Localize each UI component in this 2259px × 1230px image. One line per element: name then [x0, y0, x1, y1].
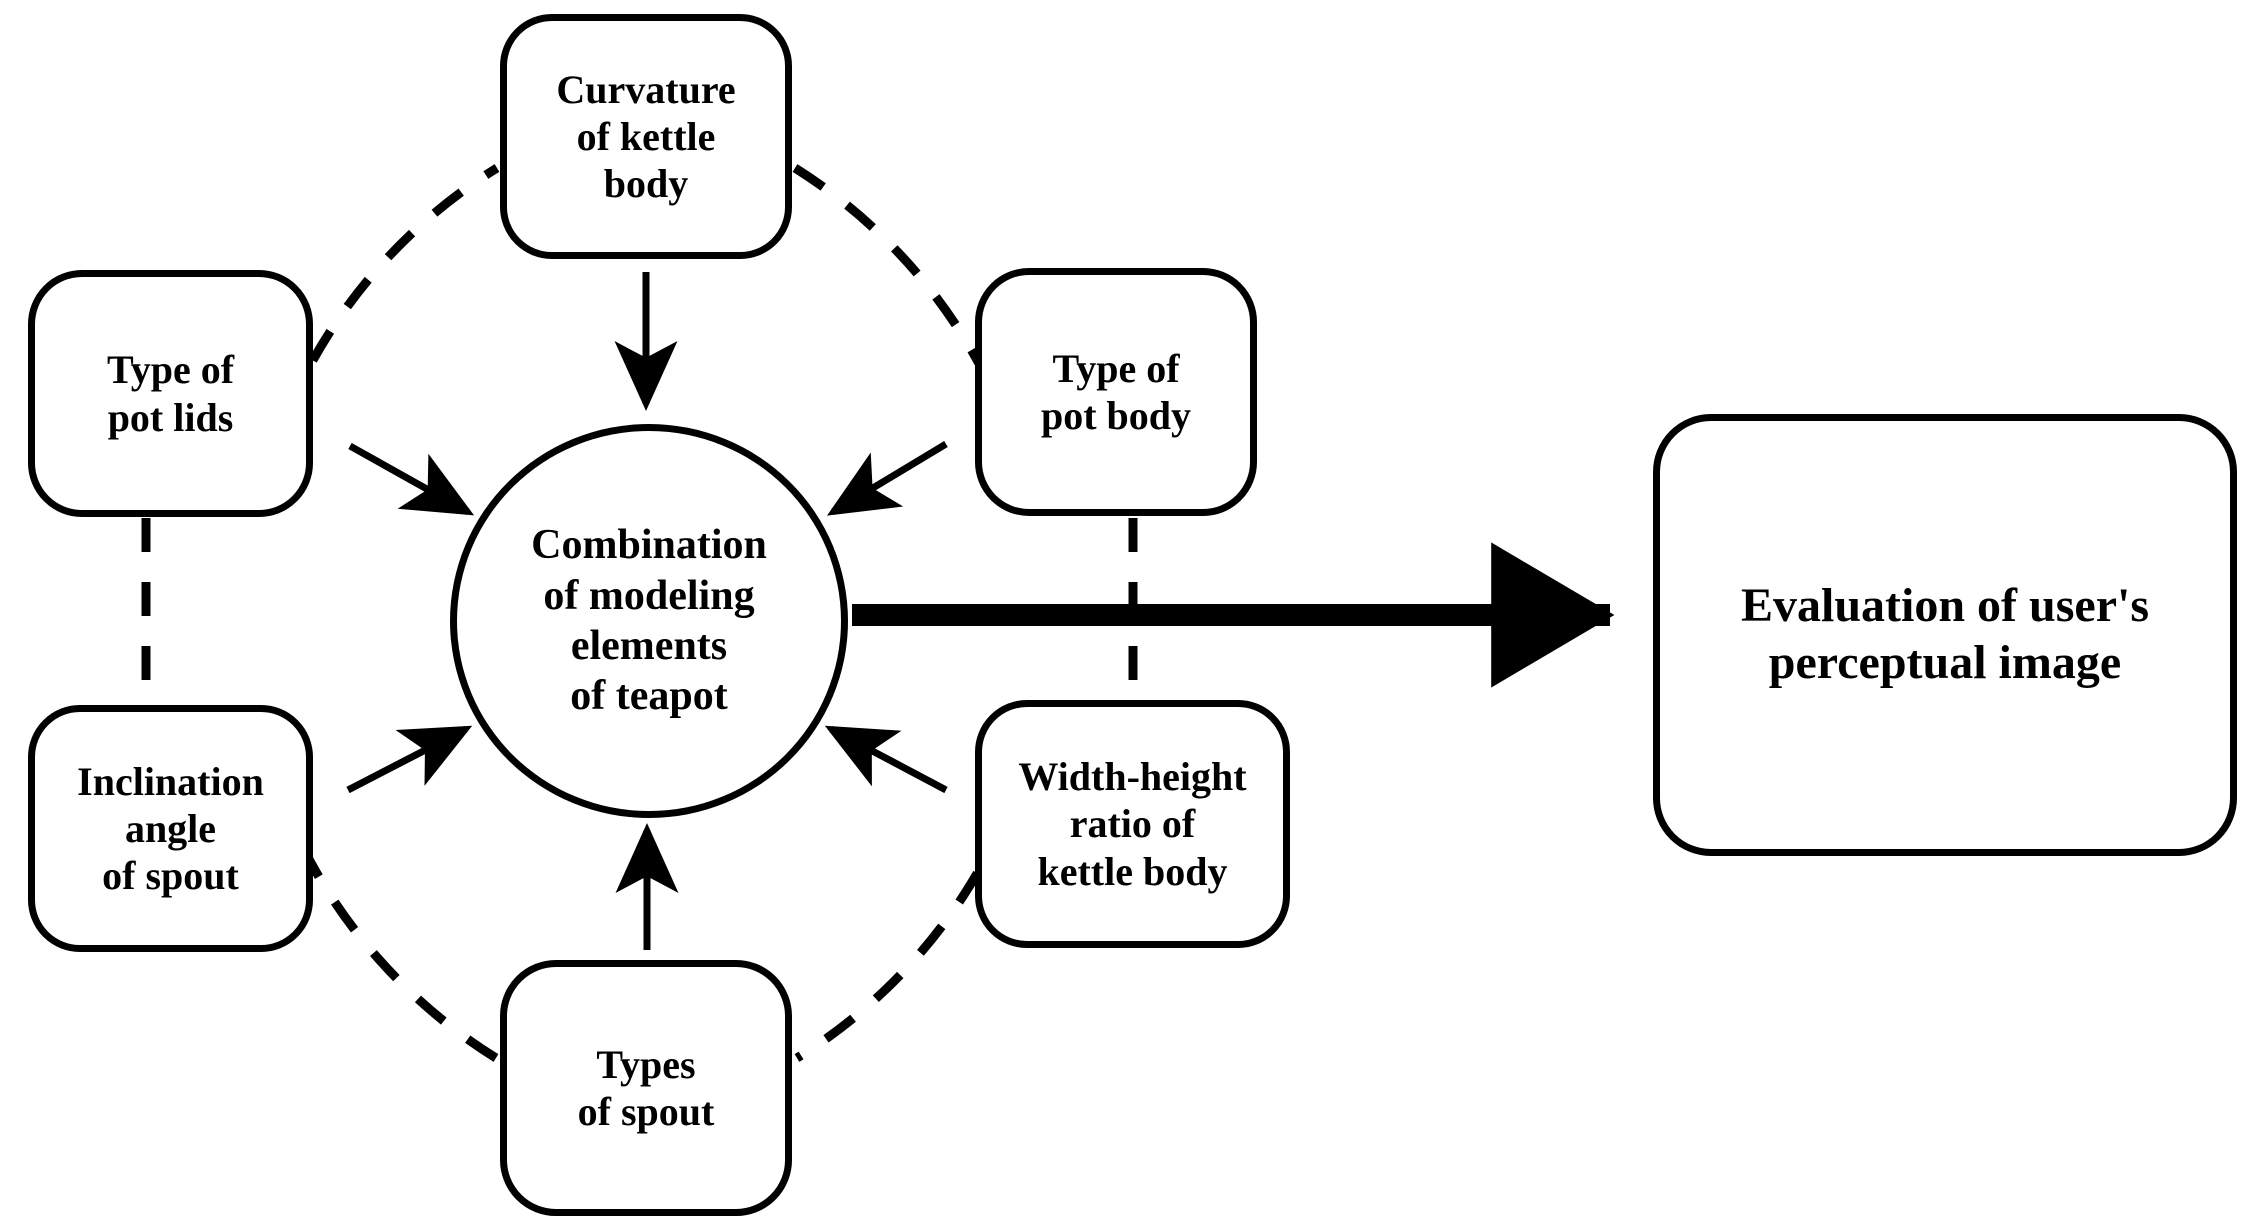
outcome-node-label: Evaluation of user's perceptual image — [1740, 579, 2150, 689]
node-curvature-of-kettle-body[interactable]: Curvature of kettle body — [500, 14, 792, 259]
thin-arrow-group — [346, 272, 948, 950]
node-label: Type of pot lids — [106, 347, 235, 440]
node-types-of-spout[interactable]: Types of spout — [500, 960, 792, 1216]
node-label: Type of pot body — [1040, 345, 1192, 438]
node-label: Curvature of kettle body — [556, 66, 736, 207]
node-width-height-ratio-of-kettle-body[interactable]: Width-height ratio of kettle body — [975, 700, 1290, 948]
node-type-of-pot-lids[interactable]: Type of pot lids — [28, 270, 313, 517]
center-node-label: Combination of modeling elements of teap… — [531, 522, 767, 720]
node-evaluation-of-users-perceptual-image[interactable]: Evaluation of user's perceptual image — [1653, 414, 2237, 856]
node-label: Inclination angle of spout — [77, 758, 264, 899]
arrow-ratio-to-center — [824, 725, 948, 794]
dashed-arc-ratio-to-spout — [794, 814, 1011, 1062]
node-label: Width-height ratio of kettle body — [1018, 754, 1247, 894]
node-inclination-angle-of-spout[interactable]: Inclination angle of spout — [28, 705, 313, 952]
node-type-of-pot-body[interactable]: Type of pot body — [975, 268, 1257, 516]
arrow-inclination-to-center — [346, 725, 473, 794]
dashed-arc-curvature-to-potbody — [792, 164, 1009, 418]
node-label: Types of spout — [577, 1041, 715, 1134]
dashed-arc-spout-to-inclination — [284, 816, 499, 1062]
arrow-potbody-to-center — [827, 441, 948, 516]
arrow-lids-to-center — [348, 442, 475, 516]
dashed-arc-lids-to-curvature — [280, 164, 500, 420]
node-combination-of-modeling-elements[interactable]: Combination of modeling elements of teap… — [450, 424, 848, 818]
